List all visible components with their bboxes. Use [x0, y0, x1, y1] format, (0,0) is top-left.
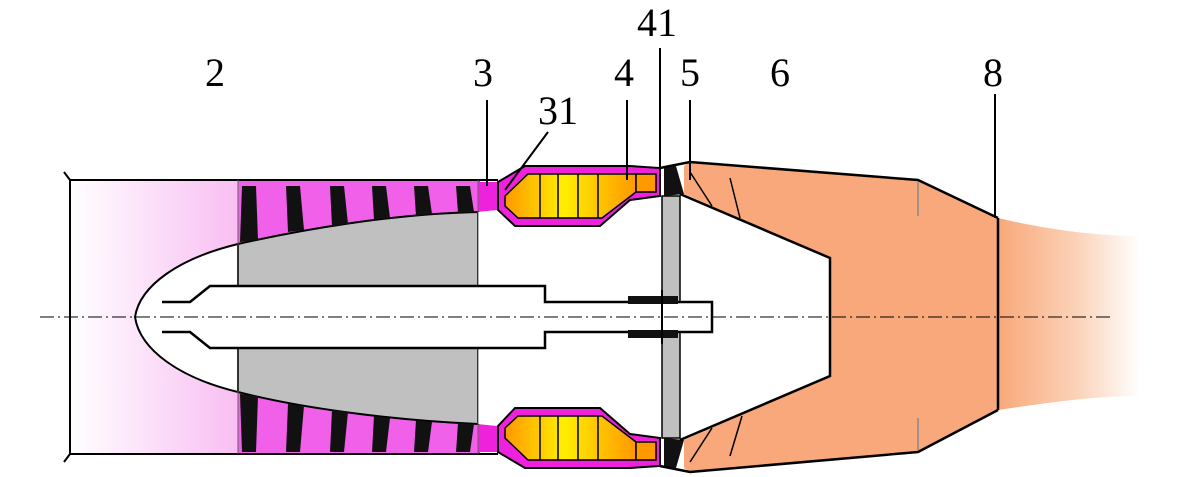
compressor-exit-lower	[478, 424, 498, 452]
tail-cone	[679, 192, 832, 442]
compressor-blades-upper	[240, 186, 474, 242]
shaft-bearing-upper	[628, 296, 678, 304]
station-label-31: 31	[538, 88, 578, 133]
leader-lines	[486, 48, 996, 218]
station-label-41: 41	[637, 0, 677, 45]
station-label-4: 4	[614, 50, 634, 95]
compressor-exit-upper	[478, 182, 498, 212]
exhaust-plume	[998, 218, 1140, 410]
shaft-bearing-lower	[628, 330, 678, 338]
station-label-8: 8	[983, 50, 1003, 95]
compressor-blades-lower	[240, 394, 474, 452]
combustor-lower-segments	[539, 416, 657, 461]
turbine-blade-lower	[664, 438, 684, 468]
turbine-blade-upper	[664, 166, 684, 196]
station-label-6: 6	[770, 50, 790, 95]
combustor-upper-flame	[504, 173, 637, 219]
nozzle-outline	[659, 160, 999, 474]
station-label-3: 3	[473, 50, 493, 95]
station-label-2: 2	[205, 50, 225, 95]
station-label-5: 5	[680, 50, 700, 95]
nozzle-vanes	[689, 171, 919, 463]
combustor-upper-segments	[539, 173, 657, 218]
